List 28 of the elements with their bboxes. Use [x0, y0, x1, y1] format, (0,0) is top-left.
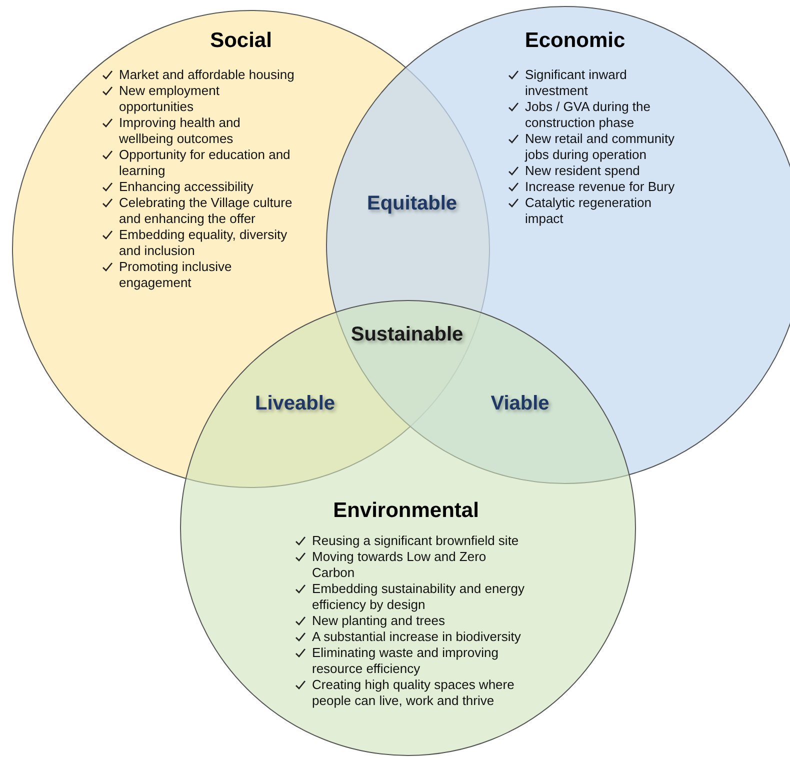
bullet-item: Opportunity for education and learning — [119, 147, 292, 179]
circle-heading: Economic — [524, 29, 626, 53]
bullet-item: Celebrating the Village culture and enhancing the offer — [119, 195, 294, 227]
bullet-item: Reusing a significant brownfield site — [312, 533, 520, 549]
bullet-item: Embedding equality, diversity and inclusion — [119, 227, 288, 259]
bullet-item: Eliminating waste and improving resource efficiency — [312, 645, 500, 677]
bullet-item: New planting and trees — [312, 613, 446, 629]
bullet-item: Market and affordable housing — [119, 67, 295, 83]
circle-heading: Environmental — [333, 499, 479, 523]
overlap-label: Viable — [490, 392, 550, 416]
bullet-item: New resident spend — [525, 163, 641, 179]
overlap-label: Sustainable — [350, 324, 464, 346]
overlap-label: Liveable — [254, 392, 336, 416]
bullet-item: Jobs / GVA during the construction phase — [525, 99, 652, 131]
bullet-item: Significant inward investment — [525, 67, 628, 99]
bullet-item: Enhancing accessibility — [119, 179, 254, 195]
bullet-item: Catalytic regeneration impact — [525, 195, 652, 227]
bullet-item: Improving health and wellbeing outcomes — [119, 115, 242, 147]
bullet-item: Embedding sustainability and energy efficiency by design — [312, 581, 526, 613]
bullet-item: New employment opportunities — [119, 83, 220, 115]
bullet-item: Creating high quality spaces where people can live, work and thrive — [312, 677, 516, 709]
bullet-item: New retail and community jobs during operation — [525, 131, 676, 163]
bullet-item: Moving towards Low and Zero Carbon — [312, 549, 488, 581]
bullet-item: Promoting inclusive engagement — [119, 259, 233, 291]
circle-heading: Social — [210, 29, 272, 53]
overlap-label: Equitable — [367, 192, 457, 216]
bullet-item: A substantial increase in biodiversity — [312, 629, 522, 645]
bullet-item: Increase revenue for Bury — [525, 179, 676, 195]
